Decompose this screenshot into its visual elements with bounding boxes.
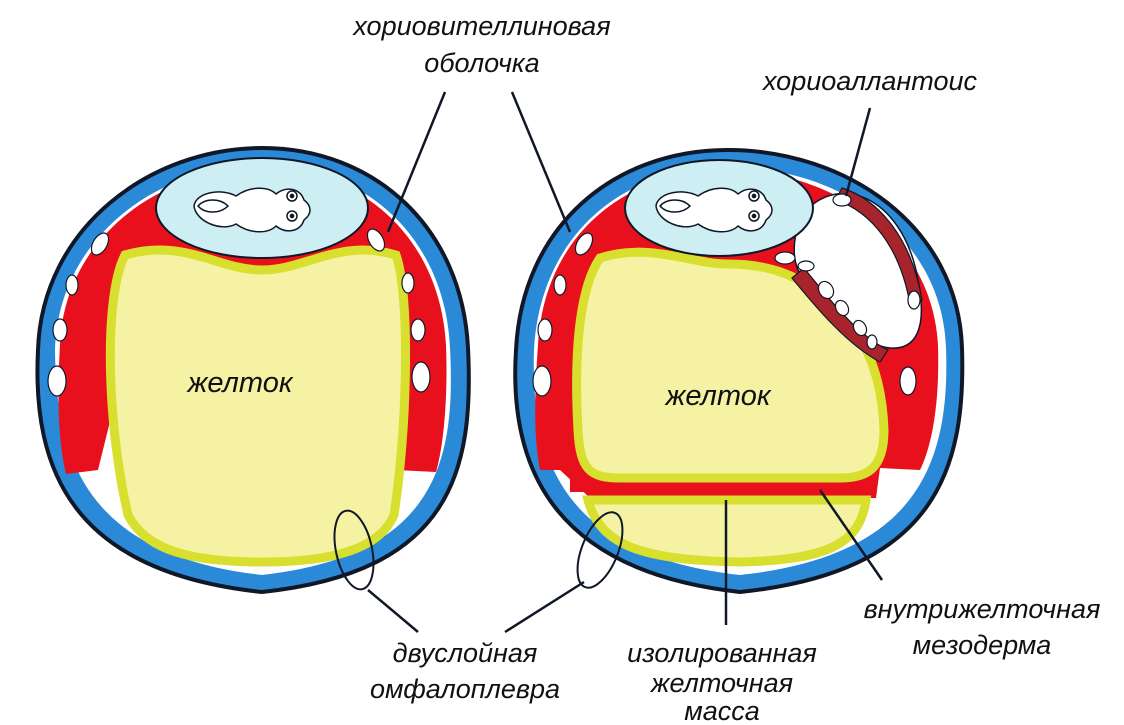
label-chorioallantois: хориоаллантоис <box>761 66 978 96</box>
label-omphalopleure-line2: омфалоплевра <box>370 674 560 704</box>
right-egg: желток <box>515 150 962 594</box>
left-yolk-label: желток <box>185 367 293 399</box>
leader-chorio-vitelline-right <box>512 92 570 232</box>
leader-omphalopleure-left <box>368 590 418 632</box>
label-isolated-yolk-line1: изолированная <box>627 638 817 668</box>
label-intravitelline-line2: мезодерма <box>913 630 1052 660</box>
label-omphalopleure-line1: двуслойная <box>393 638 538 668</box>
leader-omphalopleure-right <box>505 582 584 632</box>
label-chorio-vitelline-line2: оболочка <box>424 48 539 78</box>
label-intravitelline-line1: внутрижелточная <box>864 594 1101 624</box>
label-chorio-vitelline-line1: хориовителлиновая <box>351 11 610 41</box>
leader-chorio-vitelline-left <box>388 92 445 232</box>
left-yolk <box>110 250 405 562</box>
label-isolated-yolk-line2: желточная <box>650 668 793 698</box>
label-isolated-yolk-line3: масса <box>684 696 760 725</box>
right-yolk-label: желток <box>663 380 771 412</box>
left-egg: желток <box>37 148 468 593</box>
